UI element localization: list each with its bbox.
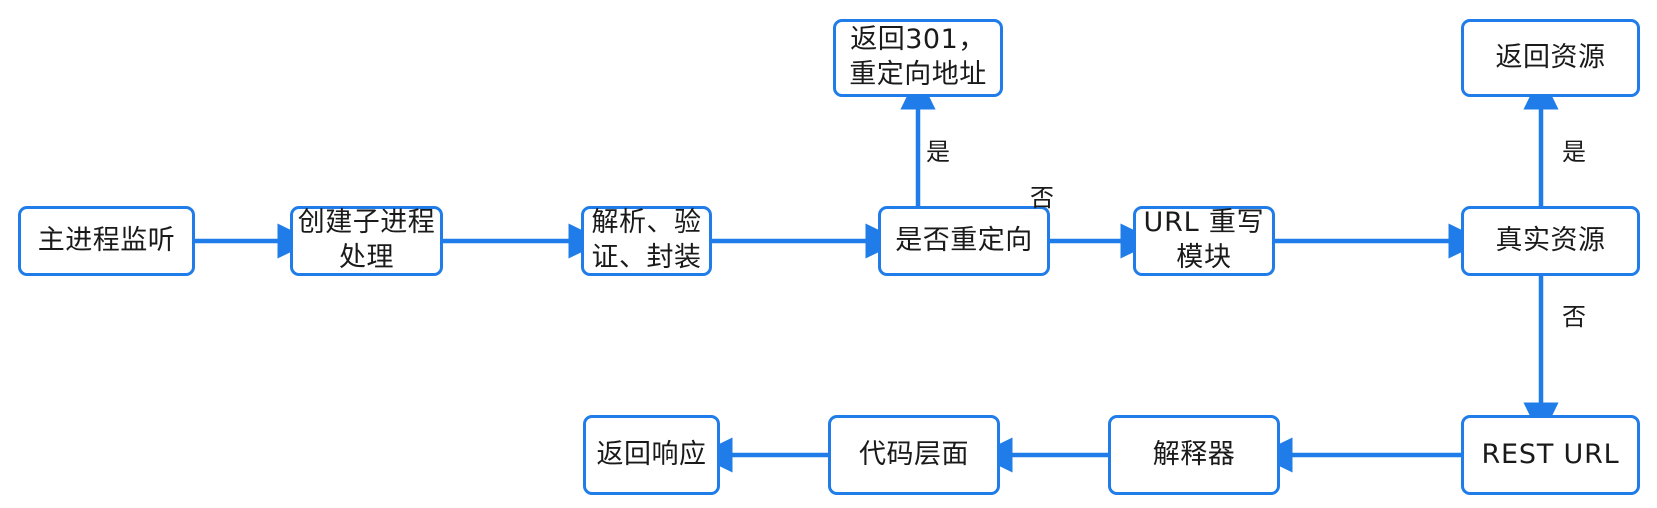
node-is-redirect[interactable]: 是否重定向 xyxy=(878,206,1050,276)
node-code-layer[interactable]: 代码层面 xyxy=(828,415,1000,495)
node-url-rewrite-module[interactable]: URL 重写 模块 xyxy=(1133,206,1275,276)
edge-label-resource-no: 否 xyxy=(1562,303,1586,331)
node-real-resource[interactable]: 真实资源 xyxy=(1461,206,1640,276)
node-create-child-process[interactable]: 创建子进程 处理 xyxy=(290,206,443,276)
node-interpreter[interactable]: 解释器 xyxy=(1108,415,1280,495)
node-return-response[interactable]: 返回响应 xyxy=(583,415,720,495)
edge-label-redirect-yes: 是 xyxy=(926,138,950,166)
node-return-resource[interactable]: 返回资源 xyxy=(1461,19,1640,97)
node-main-process-listen[interactable]: 主进程监听 xyxy=(18,206,195,276)
node-rest-url[interactable]: REST URL xyxy=(1461,415,1640,495)
edge-label-redirect-no: 否 xyxy=(1030,184,1054,212)
edge-label-resource-yes: 是 xyxy=(1562,138,1586,166)
node-return-301[interactable]: 返回301， 重定向地址 xyxy=(833,19,1003,97)
node-parse-verify-wrap[interactable]: 解析、验 证、封装 xyxy=(581,206,712,276)
